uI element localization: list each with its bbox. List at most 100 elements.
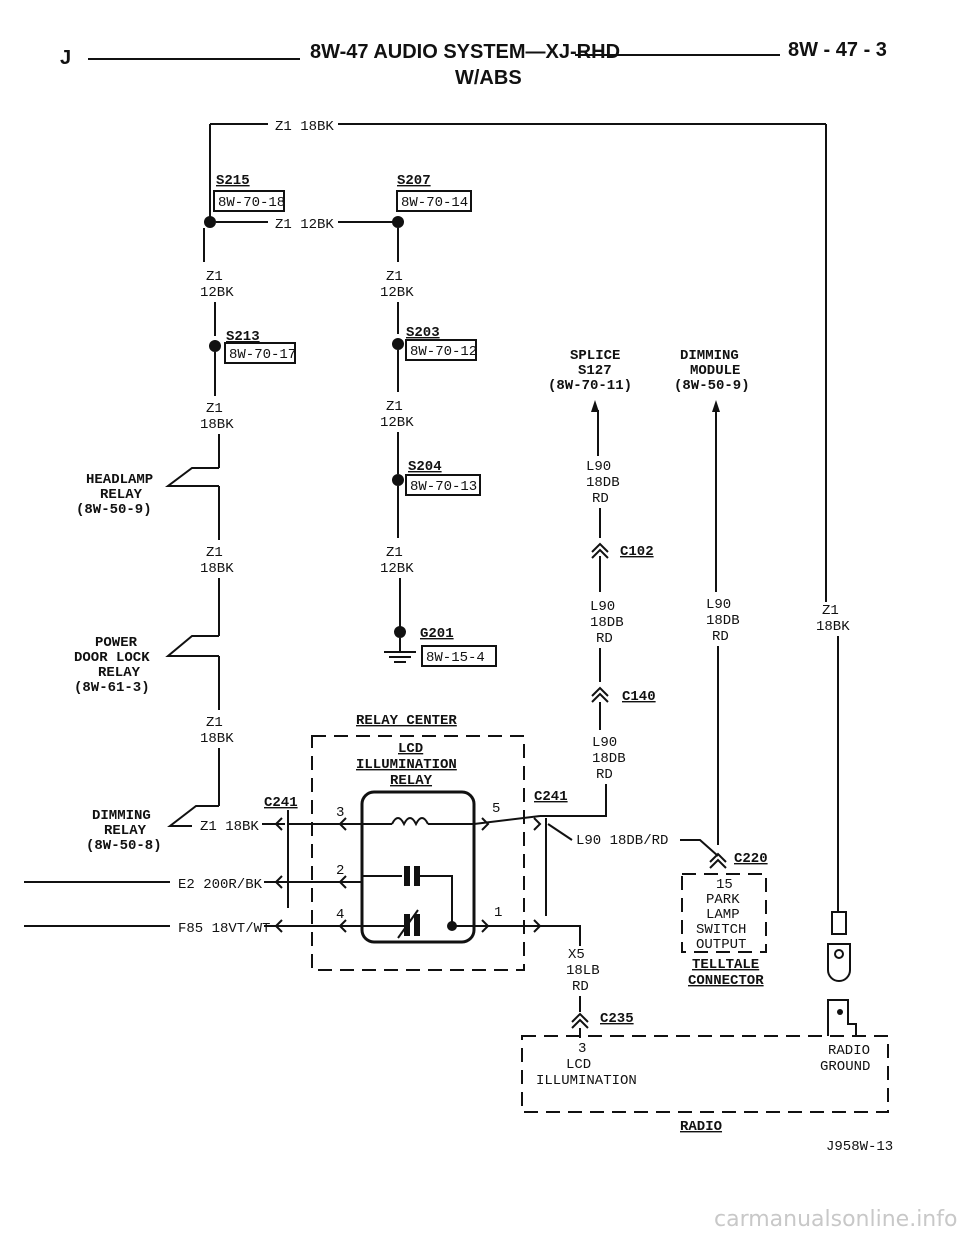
- wire-label-l90-18db-rd: L90 18DB/RD: [576, 833, 668, 849]
- dimming-module-line3: (8W-50-9): [674, 378, 750, 394]
- splice-s207-ref: 8W-70-14: [401, 195, 468, 211]
- wire-l90-to-c241: [540, 784, 607, 817]
- splice-dot-s203: [392, 338, 404, 350]
- telltale-name-line1: TELLTALE: [692, 957, 759, 973]
- wire-label-z1-12bk: Z1 12BK: [275, 217, 334, 233]
- lcd-relay-line1: LCD: [398, 741, 423, 757]
- header-page: 8W - 47 - 3: [788, 39, 887, 61]
- header-title: 8W-47 AUDIO SYSTEM—XJ-RHD: [310, 41, 620, 63]
- connector-c220-icon: [709, 852, 727, 869]
- relay-center-box: [311, 735, 525, 971]
- wire-label-z1-f: Z1: [386, 399, 403, 415]
- lcd-relay-box: [360, 790, 476, 944]
- telltale-line5: OUTPUT: [696, 937, 746, 953]
- splice-s213-ref: 8W-70-17: [229, 347, 296, 363]
- splice-s213: S213: [226, 329, 260, 345]
- connector-chevron-icon: [274, 817, 542, 933]
- wire-label-18lb: 18LB: [566, 963, 600, 979]
- arrow-up-icon: [591, 400, 599, 412]
- wire-label-z1-g: Z1: [386, 545, 403, 561]
- power-door-relay-line2: DOOR LOCK: [74, 650, 150, 666]
- wire-label-z1-right: Z1: [822, 603, 839, 619]
- headlamp-relay-line1: HEADLAMP: [86, 472, 153, 488]
- connector-c140-icon: [591, 686, 609, 703]
- pin-5: 5: [492, 801, 500, 817]
- radio-box: [521, 1035, 889, 1113]
- dimming-relay-switch: [167, 805, 219, 827]
- splice-s204-ref: 8W-70-13: [410, 479, 477, 495]
- power-door-relay-line4: (8W-61-3): [74, 680, 150, 696]
- splice-dot-s204: [392, 474, 404, 486]
- wire-label-l90-d: L90: [706, 597, 731, 613]
- relay-contact-icon: [414, 914, 420, 936]
- headlamp-relay-line2: RELAY: [100, 487, 143, 503]
- arrow-up-icon: [712, 400, 720, 412]
- wire-label-18db-a: 18DB: [586, 475, 620, 491]
- header-j: J: [60, 47, 71, 69]
- ref-box-g201: [421, 645, 497, 667]
- connector-c241-right: C241: [534, 789, 568, 805]
- wire-label-18bk-c: 18BK: [200, 561, 234, 577]
- wire-label-l90-a: L90: [586, 459, 611, 475]
- wire-label-z1-a: Z1: [206, 269, 223, 285]
- wire-label-f85: F85 18VT/WT: [178, 921, 270, 937]
- radio-ground-line2: GROUND: [820, 1059, 870, 1075]
- radio-pin-label-1: LCD: [566, 1057, 591, 1073]
- wire-pin5: [473, 815, 541, 825]
- telltale-line3: LAMP: [706, 907, 740, 923]
- headlamp-relay-switch: [165, 467, 219, 487]
- dimming-relay-line1: DIMMING: [92, 808, 151, 824]
- wire-label-12bk-e: 12BK: [380, 285, 414, 301]
- pin-2: 2: [336, 863, 344, 879]
- connector-c235-icon: [571, 1012, 589, 1029]
- connector-c102: C102: [620, 544, 654, 560]
- dimming-relay-line3: (8W-50-8): [86, 838, 162, 854]
- connector-c235: C235: [600, 1011, 634, 1027]
- wire-label-x5: X5: [568, 947, 585, 963]
- wire-to-c220: [680, 839, 719, 857]
- relay-coil-icon: [391, 817, 429, 827]
- dimming-module-line2: MODULE: [690, 363, 740, 379]
- radio-title: RADIO: [680, 1119, 722, 1135]
- wire-label-l90-c: L90: [592, 735, 617, 751]
- splice-s127-line3: (8W-70-11): [548, 378, 632, 394]
- radio-pin-3: 3: [578, 1041, 586, 1057]
- wire-label-z1-18bk-top: Z1 18BK: [275, 119, 334, 135]
- ref-box-s215: [213, 190, 285, 212]
- pin-3: 3: [336, 805, 344, 821]
- wire-label-rd-c: RD: [596, 767, 613, 783]
- splice-s203-ref: 8W-70-12: [410, 344, 477, 360]
- ref-box-s213: [224, 342, 296, 364]
- figure-code: J958W-13: [826, 1139, 893, 1155]
- connector-c102-icon: [591, 542, 609, 559]
- splice-dot-s213: [209, 340, 221, 352]
- relay-switch-arm: [397, 909, 419, 939]
- wire-label-rd-a: RD: [592, 491, 609, 507]
- ref-box-s207: [396, 190, 472, 212]
- wire-label-18bk-d: 18BK: [200, 731, 234, 747]
- splice-s203: S203: [406, 325, 440, 341]
- splice-s215-ref: 8W-70-18: [218, 195, 285, 211]
- ref-box-s203: [405, 339, 477, 361]
- dimming-relay-line2: RELAY: [104, 823, 147, 839]
- relay-contact-icon: [404, 866, 410, 886]
- ground-g201: G201: [420, 626, 454, 642]
- telltale-name-line2: CONNECTOR: [688, 973, 764, 989]
- power-door-relay-line1: POWER: [95, 635, 138, 651]
- wire-label-18db-c: 18DB: [592, 751, 626, 767]
- splice-dot-s215: [204, 216, 216, 228]
- ground-g201-ref: 8W-15-4: [426, 650, 485, 666]
- wire-l90-18db-rd-diag: [547, 823, 573, 841]
- lcd-relay-line2: ILLUMINATION: [356, 757, 457, 773]
- ground-symbol-icon: [384, 651, 416, 663]
- wire-label-rd-x5: RD: [572, 979, 589, 995]
- relay-contact-icon: [414, 866, 420, 886]
- wire-label-l90-b: L90: [590, 599, 615, 615]
- wire-label-18db-b: 18DB: [590, 615, 624, 631]
- wire-label-e2: E2 200R/BK: [178, 877, 263, 893]
- wire-label-rd-b: RD: [596, 631, 613, 647]
- relay-center-title: RELAY CENTER: [356, 713, 457, 729]
- dimming-module-line1: DIMMING: [680, 348, 739, 364]
- wire-x5-down: [546, 925, 581, 946]
- splice-s127-line1: SPLICE: [570, 348, 620, 364]
